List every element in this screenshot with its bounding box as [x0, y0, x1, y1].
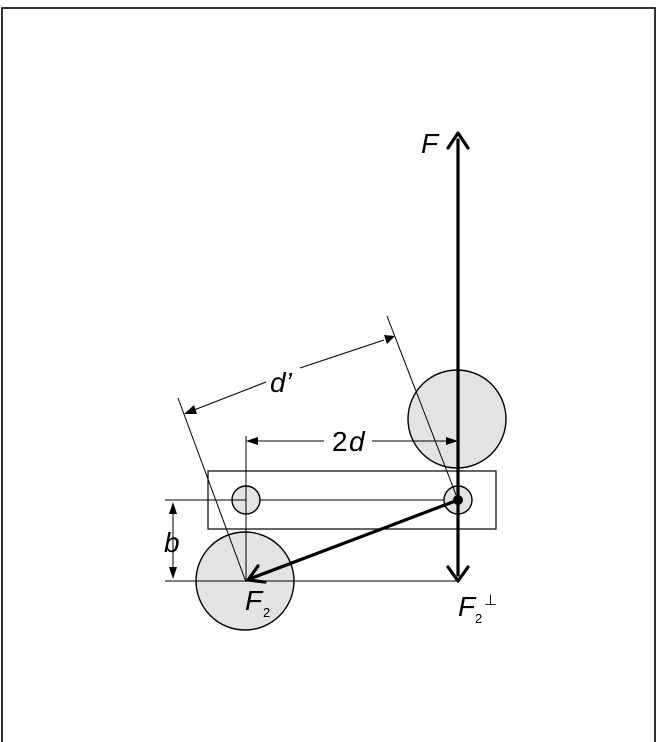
- label-f2-sub: 2: [263, 605, 270, 620]
- force-f-arrowhead: [446, 131, 470, 150]
- label-f2-main: F: [245, 585, 264, 616]
- dprime-dimension-right: [299, 339, 385, 369]
- joint-dot: [453, 495, 463, 505]
- dprime-ext-right: [386, 315, 459, 501]
- dprime-dimension-left: [193, 381, 267, 411]
- figure-frame: [1, 7, 656, 742]
- label-2d-variable: d: [349, 426, 366, 457]
- label-2d-number: 2: [332, 426, 348, 457]
- dprime-ext-left: [177, 397, 247, 583]
- force-f2-line: [250, 498, 460, 580]
- force-f2-arrowhead: [246, 564, 267, 584]
- dprime-arrowhead-right: [384, 335, 395, 344]
- dprime-arrowhead-left: [184, 405, 197, 414]
- b-arrowhead-top: [169, 502, 177, 514]
- label-f2perp-sub: 2: [475, 611, 482, 626]
- 2d-arrowhead-right: [446, 437, 458, 445]
- label-b: b: [164, 527, 180, 558]
- label-force-f: F: [421, 128, 440, 159]
- label-dprime: d’: [270, 367, 293, 398]
- force-f2perp-arrowhead: [446, 565, 470, 583]
- label-f2perp-sup: ⊥: [484, 592, 497, 609]
- 2d-arrowhead-left: [246, 437, 258, 445]
- b-arrowhead-bottom: [169, 567, 177, 579]
- label-f2perp-main: F: [458, 591, 477, 622]
